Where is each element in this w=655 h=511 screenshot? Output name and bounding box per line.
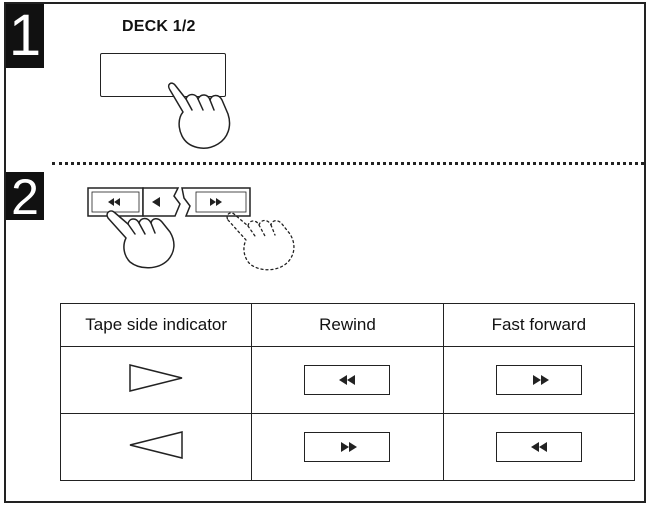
pointing-hand-icon [106, 210, 175, 269]
diagram-frame [4, 2, 646, 503]
cell-rewind [251, 346, 444, 414]
table-header-row: Tape side indicator Rewind Fast forward [59, 303, 636, 347]
table-row [59, 346, 636, 414]
cell-indicator [59, 346, 253, 414]
pointing-hand-icon [167, 82, 231, 149]
cell-fast-forward [442, 346, 636, 414]
triangle-right-icon [129, 363, 183, 392]
fast-forward-icon [532, 375, 549, 385]
deck-1-2-button[interactable] [100, 53, 226, 97]
triangle-left-icon [129, 430, 183, 459]
step-2-number: 2 [6, 172, 44, 222]
table-row [59, 413, 636, 481]
fast-forward-button-depiction [304, 432, 391, 462]
fast-forward-icon [341, 442, 358, 452]
rewind-button-depiction [495, 432, 582, 462]
fast-forward-icon [210, 198, 222, 206]
illustration-layer [87, 82, 295, 271]
deck-label: DECK 1/2 [122, 18, 196, 35]
rewind-button-depiction [304, 365, 391, 395]
header-fast-forward: Fast forward [442, 303, 636, 347]
reverse-play-icon [152, 197, 160, 207]
cell-rewind [251, 413, 444, 481]
rewind-icon [530, 442, 547, 452]
reverse-play-button[interactable] [142, 187, 181, 217]
cell-fast-forward [442, 413, 636, 481]
cell-indicator [59, 413, 253, 481]
header-rewind: Rewind [251, 303, 444, 347]
header-tape-side-indicator: Tape side indicator [59, 303, 253, 347]
tape-direction-table: Tape side indicator Rewind Fast forward [59, 303, 636, 481]
step-separator [52, 162, 644, 165]
fast-forward-button-depiction [495, 365, 582, 395]
pointing-hand-dotted-icon [226, 212, 295, 271]
rewind-icon [108, 198, 120, 206]
step-1-number: 1 [6, 4, 44, 68]
rewind-icon [339, 375, 356, 385]
